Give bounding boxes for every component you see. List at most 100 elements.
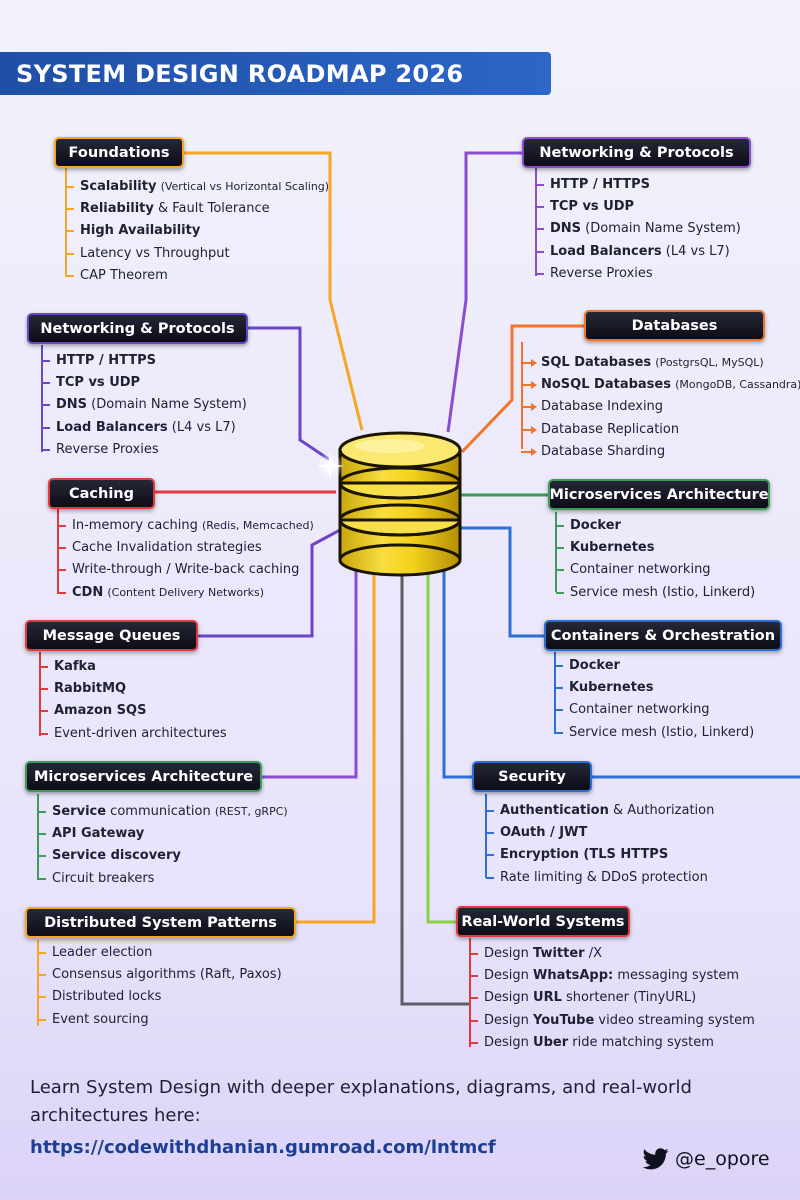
item-note: (Redis, Memcached) <box>201 519 314 532</box>
item-text: (Domain Name System) <box>581 221 741 237</box>
list-databases: SQL Databases (PostgrsQL, MySQL)NoSQL Da… <box>521 352 800 463</box>
list-item: Write-through / Write-back caching <box>58 559 314 581</box>
list-item: Load Balancers (L4 vs L7) <box>536 241 741 263</box>
item-note: (PostgrsQL, MySQL) <box>655 356 764 369</box>
list-item: SQL Databases (PostgrsQL, MySQL) <box>521 352 800 374</box>
item-text: Event sourcing <box>52 1011 149 1027</box>
list-item: NoSQL Databases (MongoDB, Cassandra) <box>521 374 800 396</box>
item-note: (REST, gRPC) <box>214 805 288 818</box>
item-text: ride matching system <box>568 1034 714 1050</box>
list-item: Distributed locks <box>38 986 282 1008</box>
list-item: Event sourcing <box>38 1009 282 1031</box>
item-bold: Kubernetes <box>569 680 654 696</box>
footer-link[interactable]: https://codewithdhanian.gumroad.com/lntm… <box>30 1137 496 1158</box>
twitter-handle[interactable]: @e_opore <box>643 1148 770 1170</box>
item-bold: HTTP / HTTPS <box>550 177 651 192</box>
item-text: video streaming system <box>594 1012 755 1028</box>
box-microservices-right: Microservices Architecture <box>548 479 770 510</box>
list-item: Service communication (REST, gRPC) <box>38 801 288 823</box>
connector-microservices-left <box>262 562 358 779</box>
item-text: messaging system <box>613 968 740 984</box>
list-item: Docker <box>555 655 754 677</box>
box-microservices-left: Microservices Architecture <box>25 761 262 792</box>
list-item: DNS (Domain Name System) <box>42 394 247 416</box>
list-item: OAuth / JWT <box>486 822 714 844</box>
list-item: Rate limiting & DDoS protection <box>486 867 714 889</box>
item-bold: High Availability <box>80 223 201 239</box>
list-item: TCP vs UDP <box>536 196 741 218</box>
item-bold: Service <box>52 804 107 819</box>
box-containers-title: Containers & Orchestration <box>550 627 776 644</box>
list-item: Design WhatsApp: messaging system <box>470 965 755 987</box>
list-item: HTTP / HTTPS <box>536 174 741 196</box>
connector-message-queues <box>198 528 341 638</box>
item-bold: Twitter <box>533 946 585 961</box>
item-text: Service mesh (Istio, Linkerd) <box>570 584 756 600</box>
list-item: CAP Theorem <box>66 265 329 287</box>
item-text: /X <box>584 946 603 961</box>
item-bold: API Gateway <box>52 826 145 842</box>
list-item: Leader election <box>38 942 282 964</box>
footer-cta-text: Learn System Design with deeper explanat… <box>30 1077 692 1126</box>
twitter-bird-icon <box>643 1148 669 1170</box>
item-text: Service mesh (Istio, Linkerd) <box>569 724 755 740</box>
item-text: Database Sharding <box>541 443 666 459</box>
list-item: RabbitMQ <box>40 678 227 700</box>
connector-realworld-lower <box>400 566 470 1006</box>
box-networking-right-title: Networking & Protocols <box>539 144 734 161</box>
list-item: Authentication & Authorization <box>486 800 714 822</box>
box-foundations-title: Foundations <box>68 144 170 161</box>
list-item: Database Replication <box>521 419 800 441</box>
item-prefix: Design <box>484 990 534 1006</box>
list-item: In-memory caching (Redis, Memcached) <box>58 515 314 537</box>
list-item: DNS (Domain Name System) <box>536 218 741 240</box>
connector-containers <box>460 526 544 638</box>
item-text: shortener (TinyURL) <box>561 990 697 1006</box>
item-text: Container networking <box>569 702 710 718</box>
list-item: Service mesh (Istio, Linkerd) <box>555 722 754 744</box>
list-item: Scalability (Vertical vs Horizontal Scal… <box>66 176 329 198</box>
box-message-queues: Message Queues <box>25 620 198 651</box>
item-bold: TCP vs UDP <box>56 375 141 391</box>
item-bold: Docker <box>570 518 621 533</box>
list-item: Cache Invalidation strategies <box>58 537 314 559</box>
item-text: Distributed locks <box>52 989 162 1005</box>
item-text: & Fault Tolerance <box>153 201 270 217</box>
list-item: Amazon SQS <box>40 700 227 722</box>
list-microservices-left: Service communication (REST, gRPC) API Ga… <box>38 801 288 890</box>
list-item: Latency vs Throughput <box>66 243 329 265</box>
list-item: Container networking <box>555 699 754 721</box>
box-microservices-left-title: Microservices Architecture <box>33 768 254 785</box>
item-text: Reverse Proxies <box>56 441 159 457</box>
list-item: Reverse Proxies <box>42 439 247 461</box>
item-bold: Kubernetes <box>570 540 655 556</box>
connector-databases <box>460 324 584 454</box>
list-item: Kubernetes <box>556 537 755 559</box>
item-bold: WhatsApp: <box>533 968 614 984</box>
item-note: (MongoDB, Cassandra) <box>675 378 800 392</box>
item-bold: Service discovery <box>52 848 181 864</box>
item-text: Cache Invalidation strategies <box>72 540 262 556</box>
item-bold: DNS <box>56 397 88 413</box>
item-text: Database Replication <box>541 421 680 437</box>
item-text: Circuit breakers <box>52 870 155 886</box>
item-text: Latency vs Throughput <box>80 245 230 261</box>
list-item: Encryption (TLS HTTPS <box>486 844 714 866</box>
list-item: Kubernetes <box>555 677 754 699</box>
item-bold: SQL Databases <box>541 355 652 370</box>
box-networking-left-title: Networking & Protocols <box>40 320 235 337</box>
box-databases: Databases <box>584 310 765 341</box>
item-prefix: Design <box>484 1034 534 1050</box>
box-message-queues-title: Message Queues <box>42 627 181 644</box>
item-text: Container networking <box>570 562 711 578</box>
box-realworld: Real-World Systems <box>456 906 630 937</box>
box-security-title: Security <box>498 768 566 785</box>
list-item: Design Uber ride matching system <box>470 1032 755 1054</box>
list-item: Event-driven architectures <box>40 723 227 745</box>
item-bold: Encryption (TLS HTTPS <box>500 847 669 863</box>
